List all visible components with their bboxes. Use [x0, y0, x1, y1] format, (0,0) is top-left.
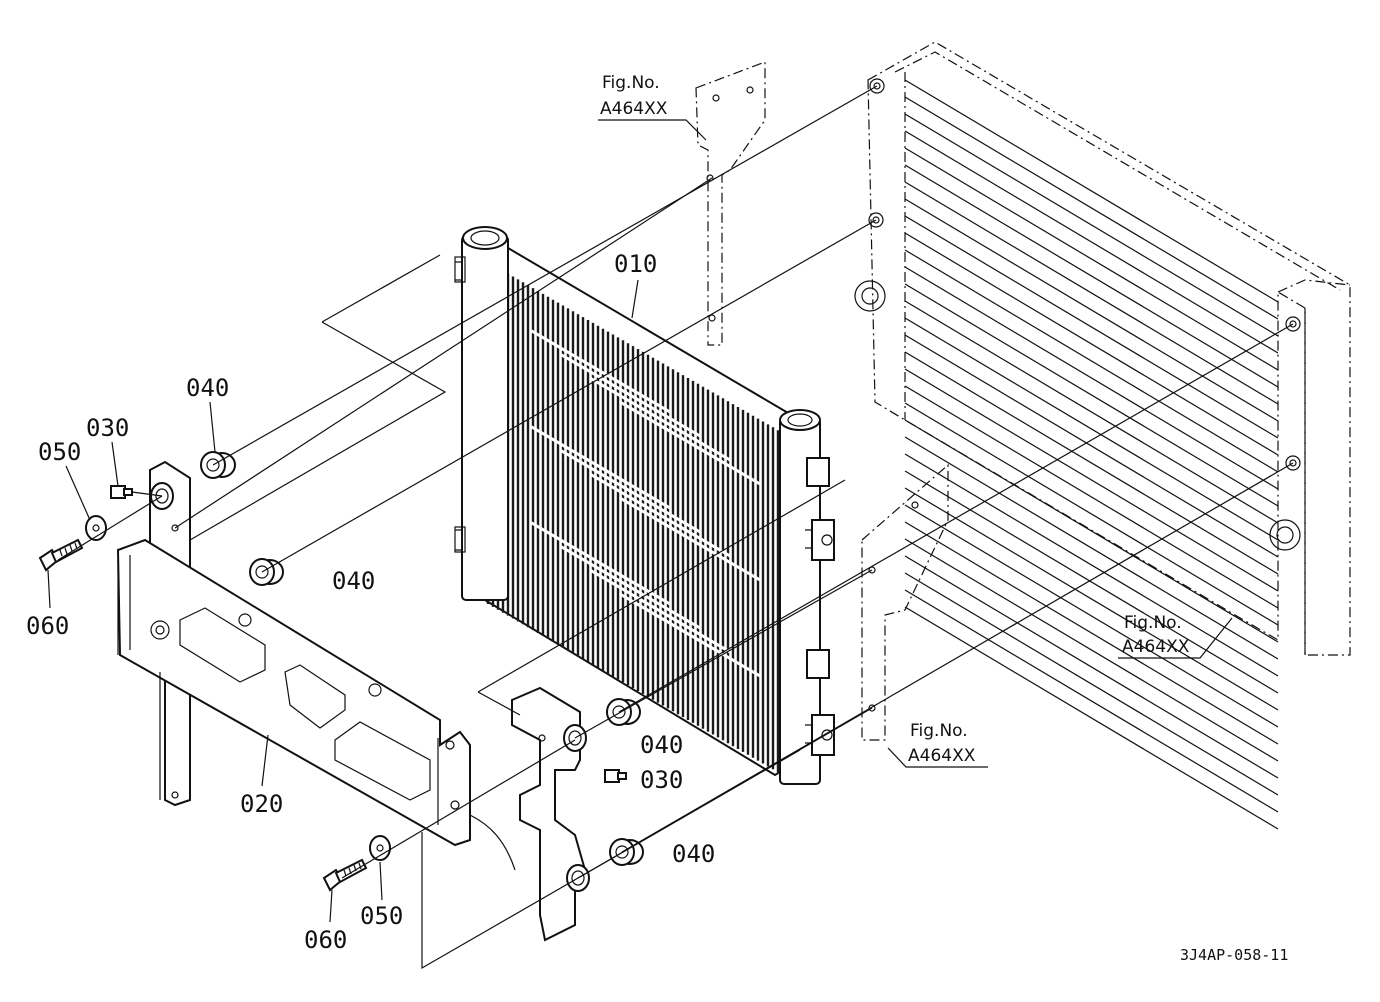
radiator-fin-line — [904, 249, 1279, 473]
cooler-fin-highlight — [529, 520, 671, 606]
cooler-fin-highlight — [529, 424, 671, 510]
ref-bracket-code: A464XX — [908, 746, 976, 766]
cooler-fin-highlight — [589, 376, 731, 462]
radiator-reference-part — [854, 41, 1351, 830]
bolt-030-left — [110, 485, 133, 499]
part-labels: 010 020 030 030 040 040 040 040 050 050 … — [26, 250, 715, 954]
radiator-fin-line — [904, 96, 1279, 320]
bolt-060-left — [38, 538, 84, 572]
cooler-fin-highlight — [559, 448, 701, 534]
radiator-fin-line — [904, 130, 1279, 354]
radiator-fin-line — [904, 402, 1279, 626]
radiator-fin-line — [904, 572, 1279, 796]
radiator-fin-line — [904, 334, 1279, 558]
radiator-fin-line — [904, 521, 1279, 745]
bolt-030-right — [604, 769, 627, 783]
radiator-fin-line — [904, 606, 1279, 830]
radiator-fin-line — [904, 79, 1279, 303]
radiator-fin-line — [904, 198, 1279, 422]
label-020: 020 — [240, 790, 283, 818]
radiator-fin-line — [904, 283, 1279, 507]
radiator-fin-line — [904, 351, 1279, 575]
label-010: 010 — [614, 250, 657, 278]
label-040-top: 040 — [186, 374, 229, 402]
oil-cooler-010 — [454, 226, 835, 785]
radiator-fin-line — [904, 453, 1279, 677]
cooler-fin-highlight — [559, 352, 701, 438]
drawing-code: 3J4AP-058-11 — [1180, 946, 1288, 964]
bolt-060-right — [322, 858, 368, 892]
ref-top-fig: Fig.No. — [602, 73, 660, 93]
radiator-fin-line — [904, 538, 1279, 762]
radiator-fins — [904, 79, 1279, 830]
washer-050-right — [369, 835, 391, 861]
radiator-fin-line — [904, 300, 1279, 524]
radiator-fin-line — [904, 215, 1279, 439]
radiator-fin-line — [904, 113, 1279, 337]
label-050-left: 050 — [38, 438, 81, 466]
label-050-right: 050 — [360, 902, 403, 930]
assembly-lines — [57, 85, 1294, 970]
cooler-fin-highlight — [619, 592, 761, 678]
cooler-fin-highlight — [619, 400, 761, 486]
ref-radiator-code: A464XX — [1122, 637, 1190, 657]
cooler-fin-highlight — [559, 544, 701, 630]
ref-bracket-fig: Fig.No. — [910, 721, 968, 741]
label-060-left: 060 — [26, 612, 69, 640]
reference-callout-bracket: Fig.No. A464XX — [887, 721, 988, 768]
ref-top-code: A464XX — [600, 99, 668, 119]
label-030-left: 030 — [86, 414, 129, 442]
radiator-fin-line — [904, 147, 1279, 371]
label-060-right: 060 — [304, 926, 347, 954]
reference-callout-radiator: Fig.No. A464XX — [1118, 613, 1233, 659]
radiator-fin-line — [904, 368, 1279, 592]
ref-radiator-fig: Fig.No. — [1124, 613, 1182, 633]
radiator-fin-line — [904, 470, 1279, 694]
cooler-fin-highlight — [589, 568, 731, 654]
radiator-fin-line — [904, 419, 1279, 643]
radiator-fin-line — [904, 181, 1279, 405]
radiator-fin-line — [904, 504, 1279, 728]
radiator-fin-line — [904, 232, 1279, 456]
radiator-fin-line — [904, 317, 1279, 541]
radiator-fin-line — [904, 589, 1279, 813]
label-030-right: 030 — [640, 766, 683, 794]
radiator-fin-line — [904, 164, 1279, 388]
label-040-right-lower: 040 — [672, 840, 715, 868]
cooler-fin-highlight — [589, 472, 731, 558]
radiator-fin-line — [904, 436, 1279, 660]
radiator-fin-line — [904, 555, 1279, 779]
radiator-fin-line — [904, 266, 1279, 490]
cooler-fin-highlight — [529, 328, 671, 414]
radiator-fin-line — [904, 487, 1279, 711]
label-040-right-upper: 040 — [640, 731, 683, 759]
reference-callout-top: Fig.No. A464XX — [598, 73, 707, 141]
label-040-mid: 040 — [332, 567, 375, 595]
top-bracket-reference-part — [695, 61, 766, 346]
radiator-fin-line — [904, 385, 1279, 609]
cooler-fin-highlight — [619, 496, 761, 582]
